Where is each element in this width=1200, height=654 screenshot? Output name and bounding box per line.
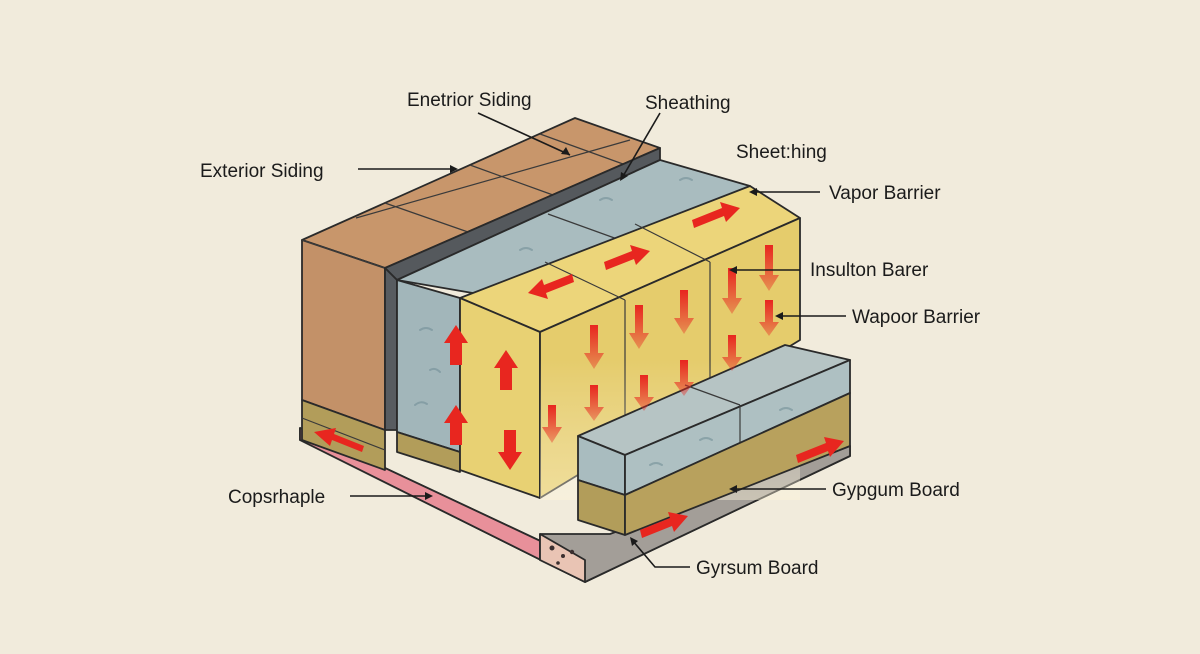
label-enetrior-siding: Enetrior Siding (407, 90, 532, 111)
callout-labels: Enetrior Siding Exterior Siding Sheathin… (200, 90, 981, 579)
label-gyrsum-board: Gyrsum Board (696, 558, 818, 579)
sheathing-layer (396, 159, 751, 473)
exterior-siding-block (301, 117, 661, 471)
label-wapoor-barrier: Wapoor Barrier (852, 307, 981, 328)
label-vapor-barrier: Vapor Barrier (829, 183, 941, 204)
label-sheathing-2: Sheet:hing (736, 142, 827, 163)
gypsum-board-block (577, 344, 851, 536)
dark-sheathing-strip (384, 147, 661, 431)
label-gypgum-board: Gypgum Board (832, 480, 960, 501)
label-insulation-barrier: Insulton Barer (810, 260, 929, 281)
heat-flow-arrows (314, 202, 844, 538)
label-exterior-siding: Exterior Siding (200, 161, 324, 182)
label-copsrhaple: Copsrhaple (228, 487, 325, 508)
leader-lines (350, 112, 846, 568)
label-sheathing: Sheathing (645, 93, 731, 114)
